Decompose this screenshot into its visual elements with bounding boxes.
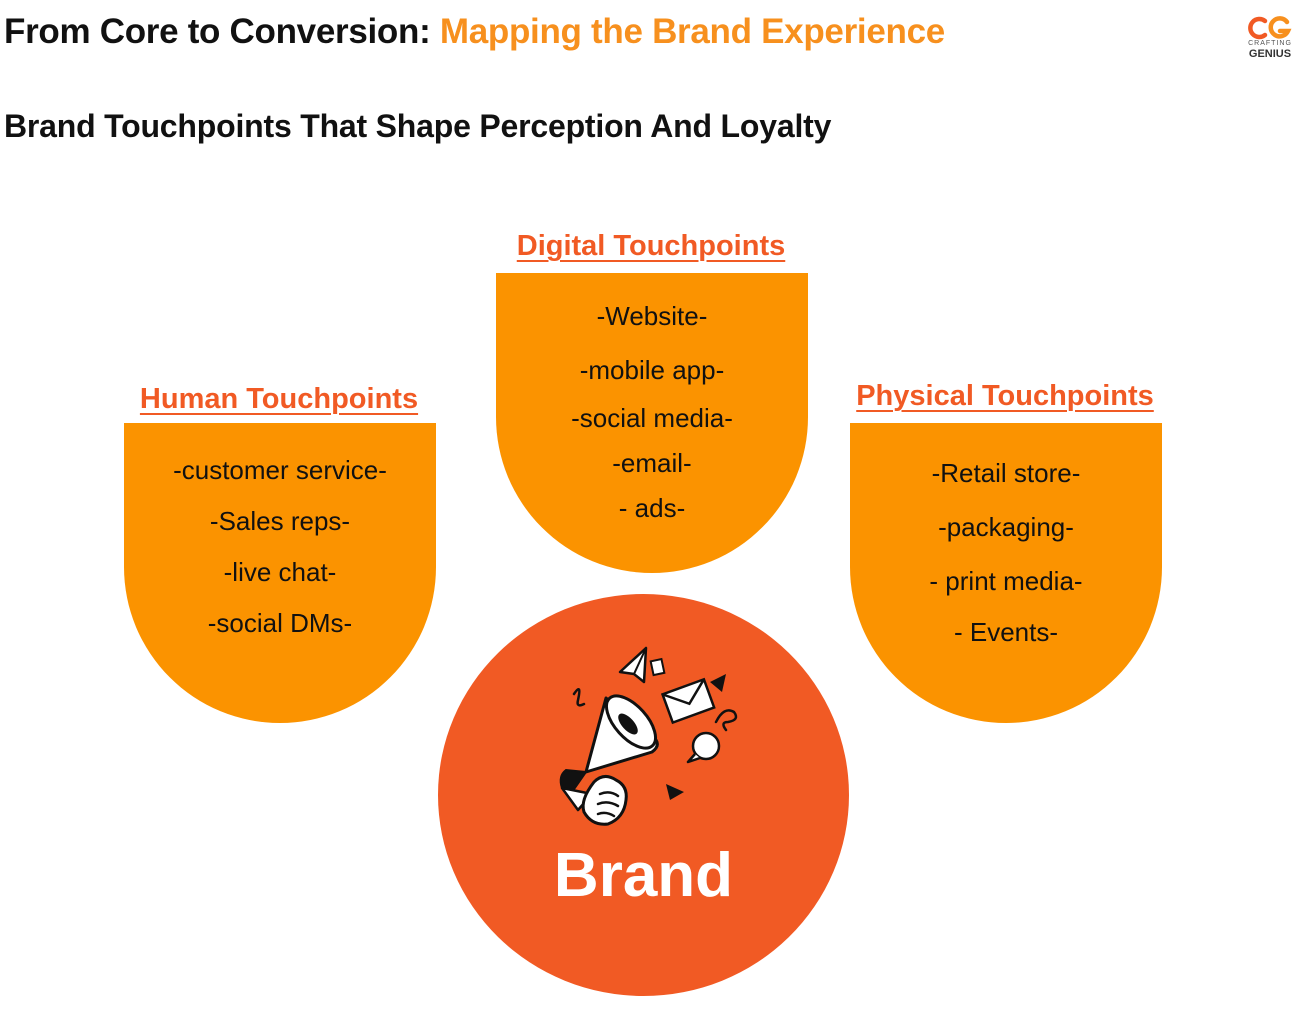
- human-item-customer-service: -customer service-: [173, 455, 387, 485]
- cg-logo-mark-icon: [1248, 16, 1292, 40]
- digital-item-social-media: -social media-: [571, 403, 733, 433]
- digital-touchpoints-list: -Website- -mobile app- -social media- -e…: [496, 273, 808, 573]
- human-item-sales-reps: -Sales reps-: [209, 506, 351, 536]
- physical-touchpoints-title: Physical Touchpoints: [856, 380, 1154, 412]
- digital-touchpoints-title: Digital Touchpoints: [516, 230, 786, 262]
- logo-name: GENIUS: [1248, 48, 1292, 60]
- page-subtitle: Brand Touchpoints That Shape Perception …: [4, 108, 832, 144]
- physical-item-packaging: -packaging-: [938, 512, 1074, 542]
- human-item-live-chat: -live chat-: [223, 557, 337, 587]
- digital-touchpoints-shape: -Website- -mobile app- -social media- -e…: [496, 273, 808, 573]
- crafting-genius-logo: CRAFTING GENIUS: [1245, 16, 1295, 62]
- physical-item-print-media: - print media-: [929, 566, 1083, 596]
- title-accent: Mapping the Brand Experience: [439, 12, 945, 51]
- physical-touchpoints-list: -Retail store- -packaging- - print media…: [850, 423, 1162, 723]
- human-item-social-dms: -social DMs-: [207, 608, 353, 638]
- logo-small-text: CRAFTING: [1248, 40, 1292, 47]
- page-title: From Core to Conversion: Mapping the Bra…: [4, 12, 945, 52]
- human-touchpoints-shape: -customer service- -Sales reps- -live ch…: [124, 423, 436, 723]
- human-touchpoints-title: Human Touchpoints: [139, 383, 419, 415]
- human-touchpoints-list: -customer service- -Sales reps- -live ch…: [124, 423, 436, 723]
- physical-item-events: - Events-: [953, 617, 1059, 647]
- digital-item-ads: - ads-: [618, 493, 686, 523]
- physical-item-retail-store: -Retail store-: [931, 458, 1081, 488]
- digital-item-email: -email-: [612, 448, 692, 478]
- physical-touchpoints-shape: -Retail store- -packaging- - print media…: [850, 423, 1162, 723]
- digital-item-mobile-app: -mobile app-: [579, 355, 725, 385]
- title-main: From Core to Conversion:: [4, 12, 440, 51]
- megaphone-icon: [559, 646, 738, 826]
- brand-label: Brand: [553, 841, 734, 910]
- digital-item-website: -Website-: [596, 301, 708, 331]
